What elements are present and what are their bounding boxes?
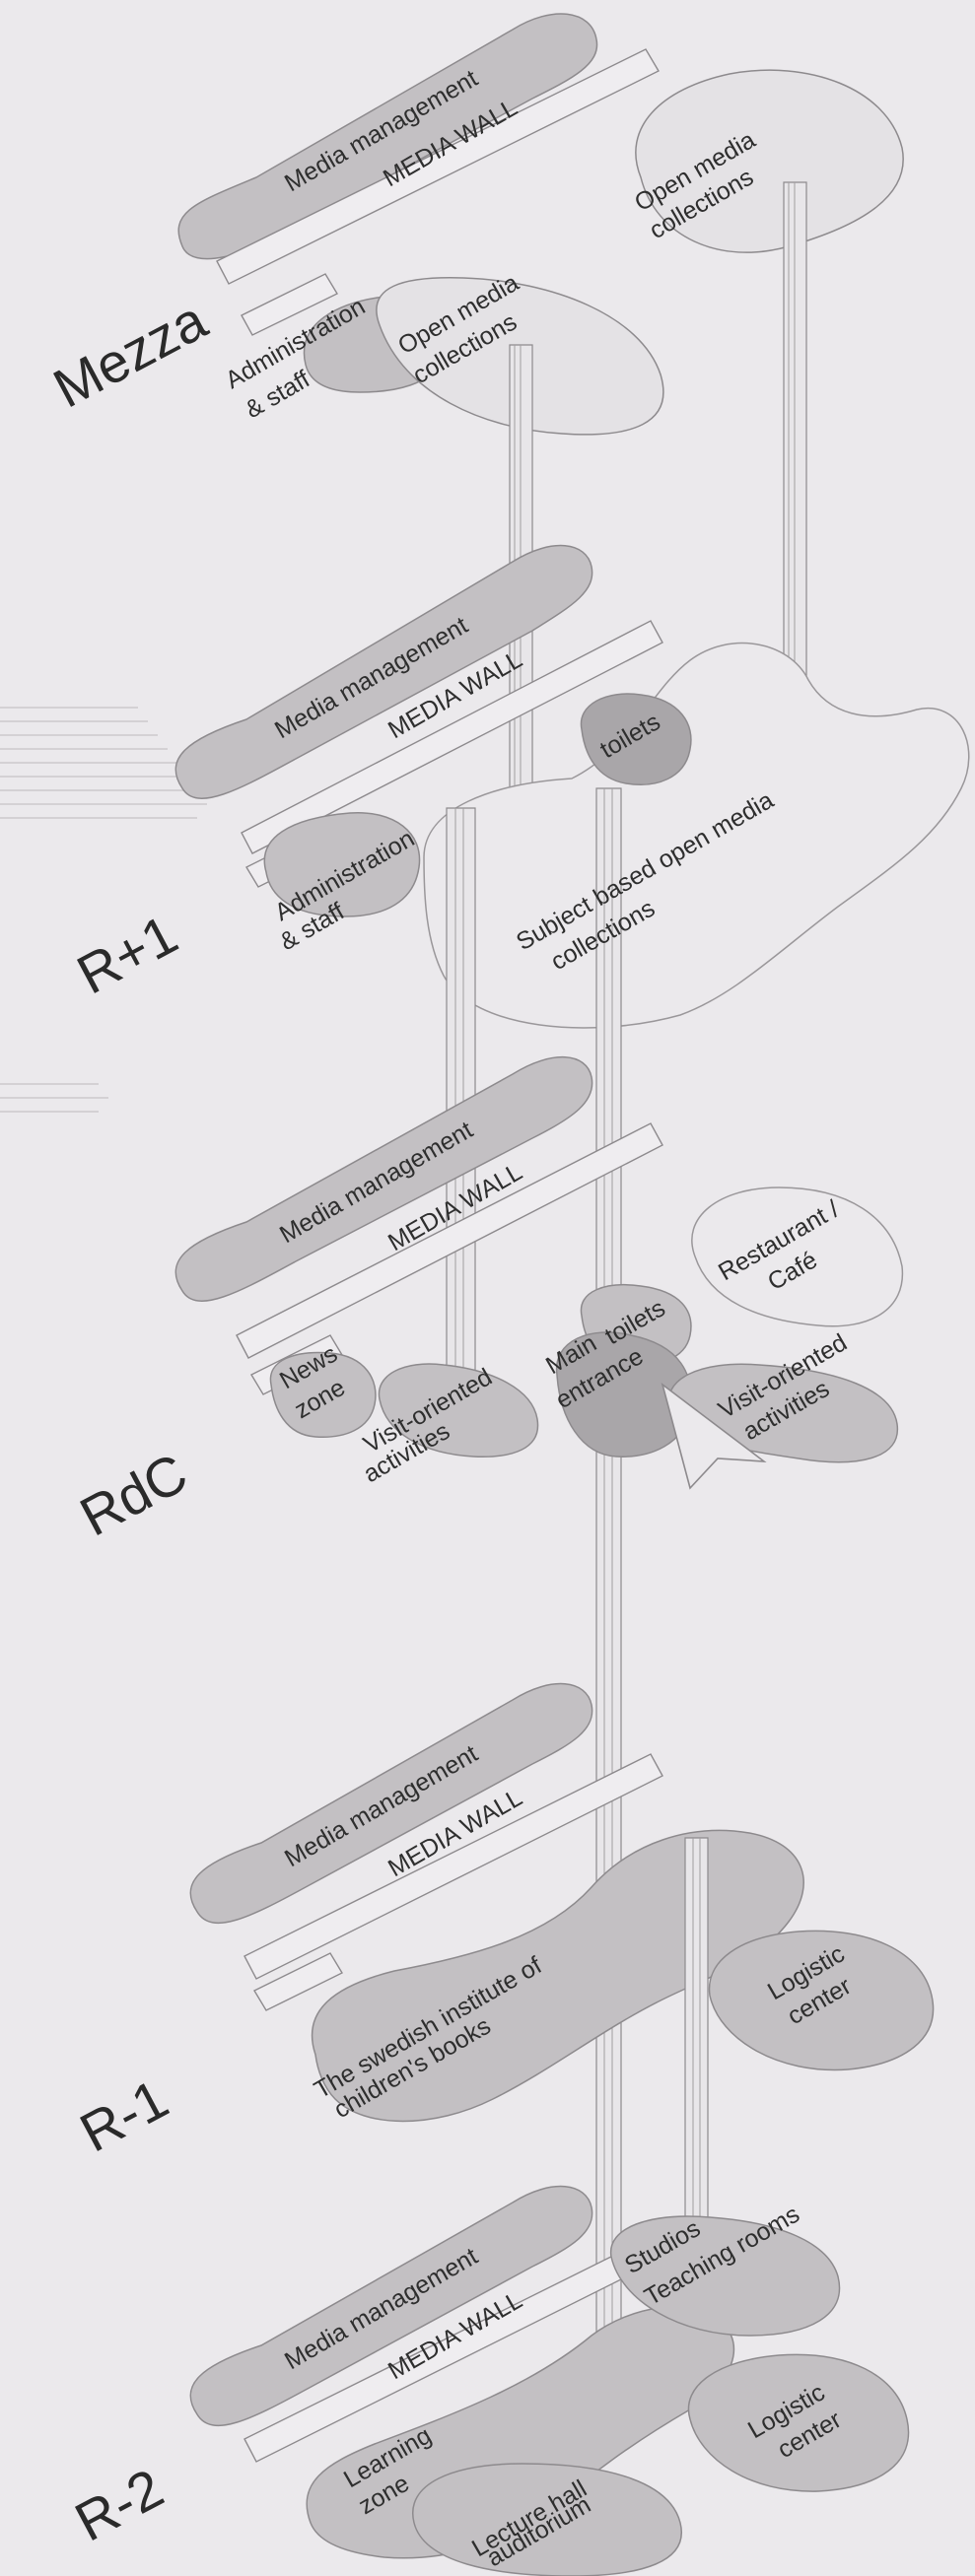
level-label-mezza: Mezza <box>43 288 217 419</box>
visit-activities-left <box>378 1363 539 1457</box>
level-label-r-minus-2: R-2 <box>65 2457 173 2553</box>
level-r-plus-1 <box>174 544 970 1029</box>
edge-lines <box>0 707 207 1113</box>
open-media-zone-upper <box>635 69 904 253</box>
level-r-minus-2 <box>189 2185 910 2576</box>
level-label-rdc: RdC <box>70 1441 196 1547</box>
news-zone <box>269 1351 377 1438</box>
media-management-zone <box>189 2185 593 2427</box>
administration-zone <box>263 812 421 917</box>
media-management-zone <box>189 1682 593 1925</box>
toilets-zone <box>580 693 692 785</box>
level-label-r-minus-1: R-1 <box>70 2068 177 2164</box>
level-mezza <box>177 13 904 436</box>
level-label-r-plus-1: R+1 <box>67 903 187 1006</box>
media-wall <box>244 1753 663 1980</box>
restaurant-zone <box>691 1186 904 1327</box>
swedish-institute-zone <box>311 1829 804 2123</box>
media-wall-lower <box>241 273 338 336</box>
lecture-hall-zone <box>411 2463 683 2576</box>
vertical-shaft <box>783 181 807 725</box>
media-wall <box>216 48 660 285</box>
logistic-center-zone <box>708 1930 935 2071</box>
vertical-shaft-main <box>595 787 622 2425</box>
level-rdc <box>174 1055 904 1490</box>
logistic-center-zone <box>687 2353 910 2492</box>
level-r-minus-1 <box>189 1682 935 2123</box>
media-management-zone <box>174 1055 593 1302</box>
studios-zone <box>610 2215 841 2337</box>
media-management-zone <box>174 544 593 799</box>
media-wall <box>241 620 663 854</box>
media-wall <box>236 1122 663 1359</box>
entrance-arrow <box>661 1382 767 1490</box>
media-wall-lower <box>253 1952 343 2011</box>
